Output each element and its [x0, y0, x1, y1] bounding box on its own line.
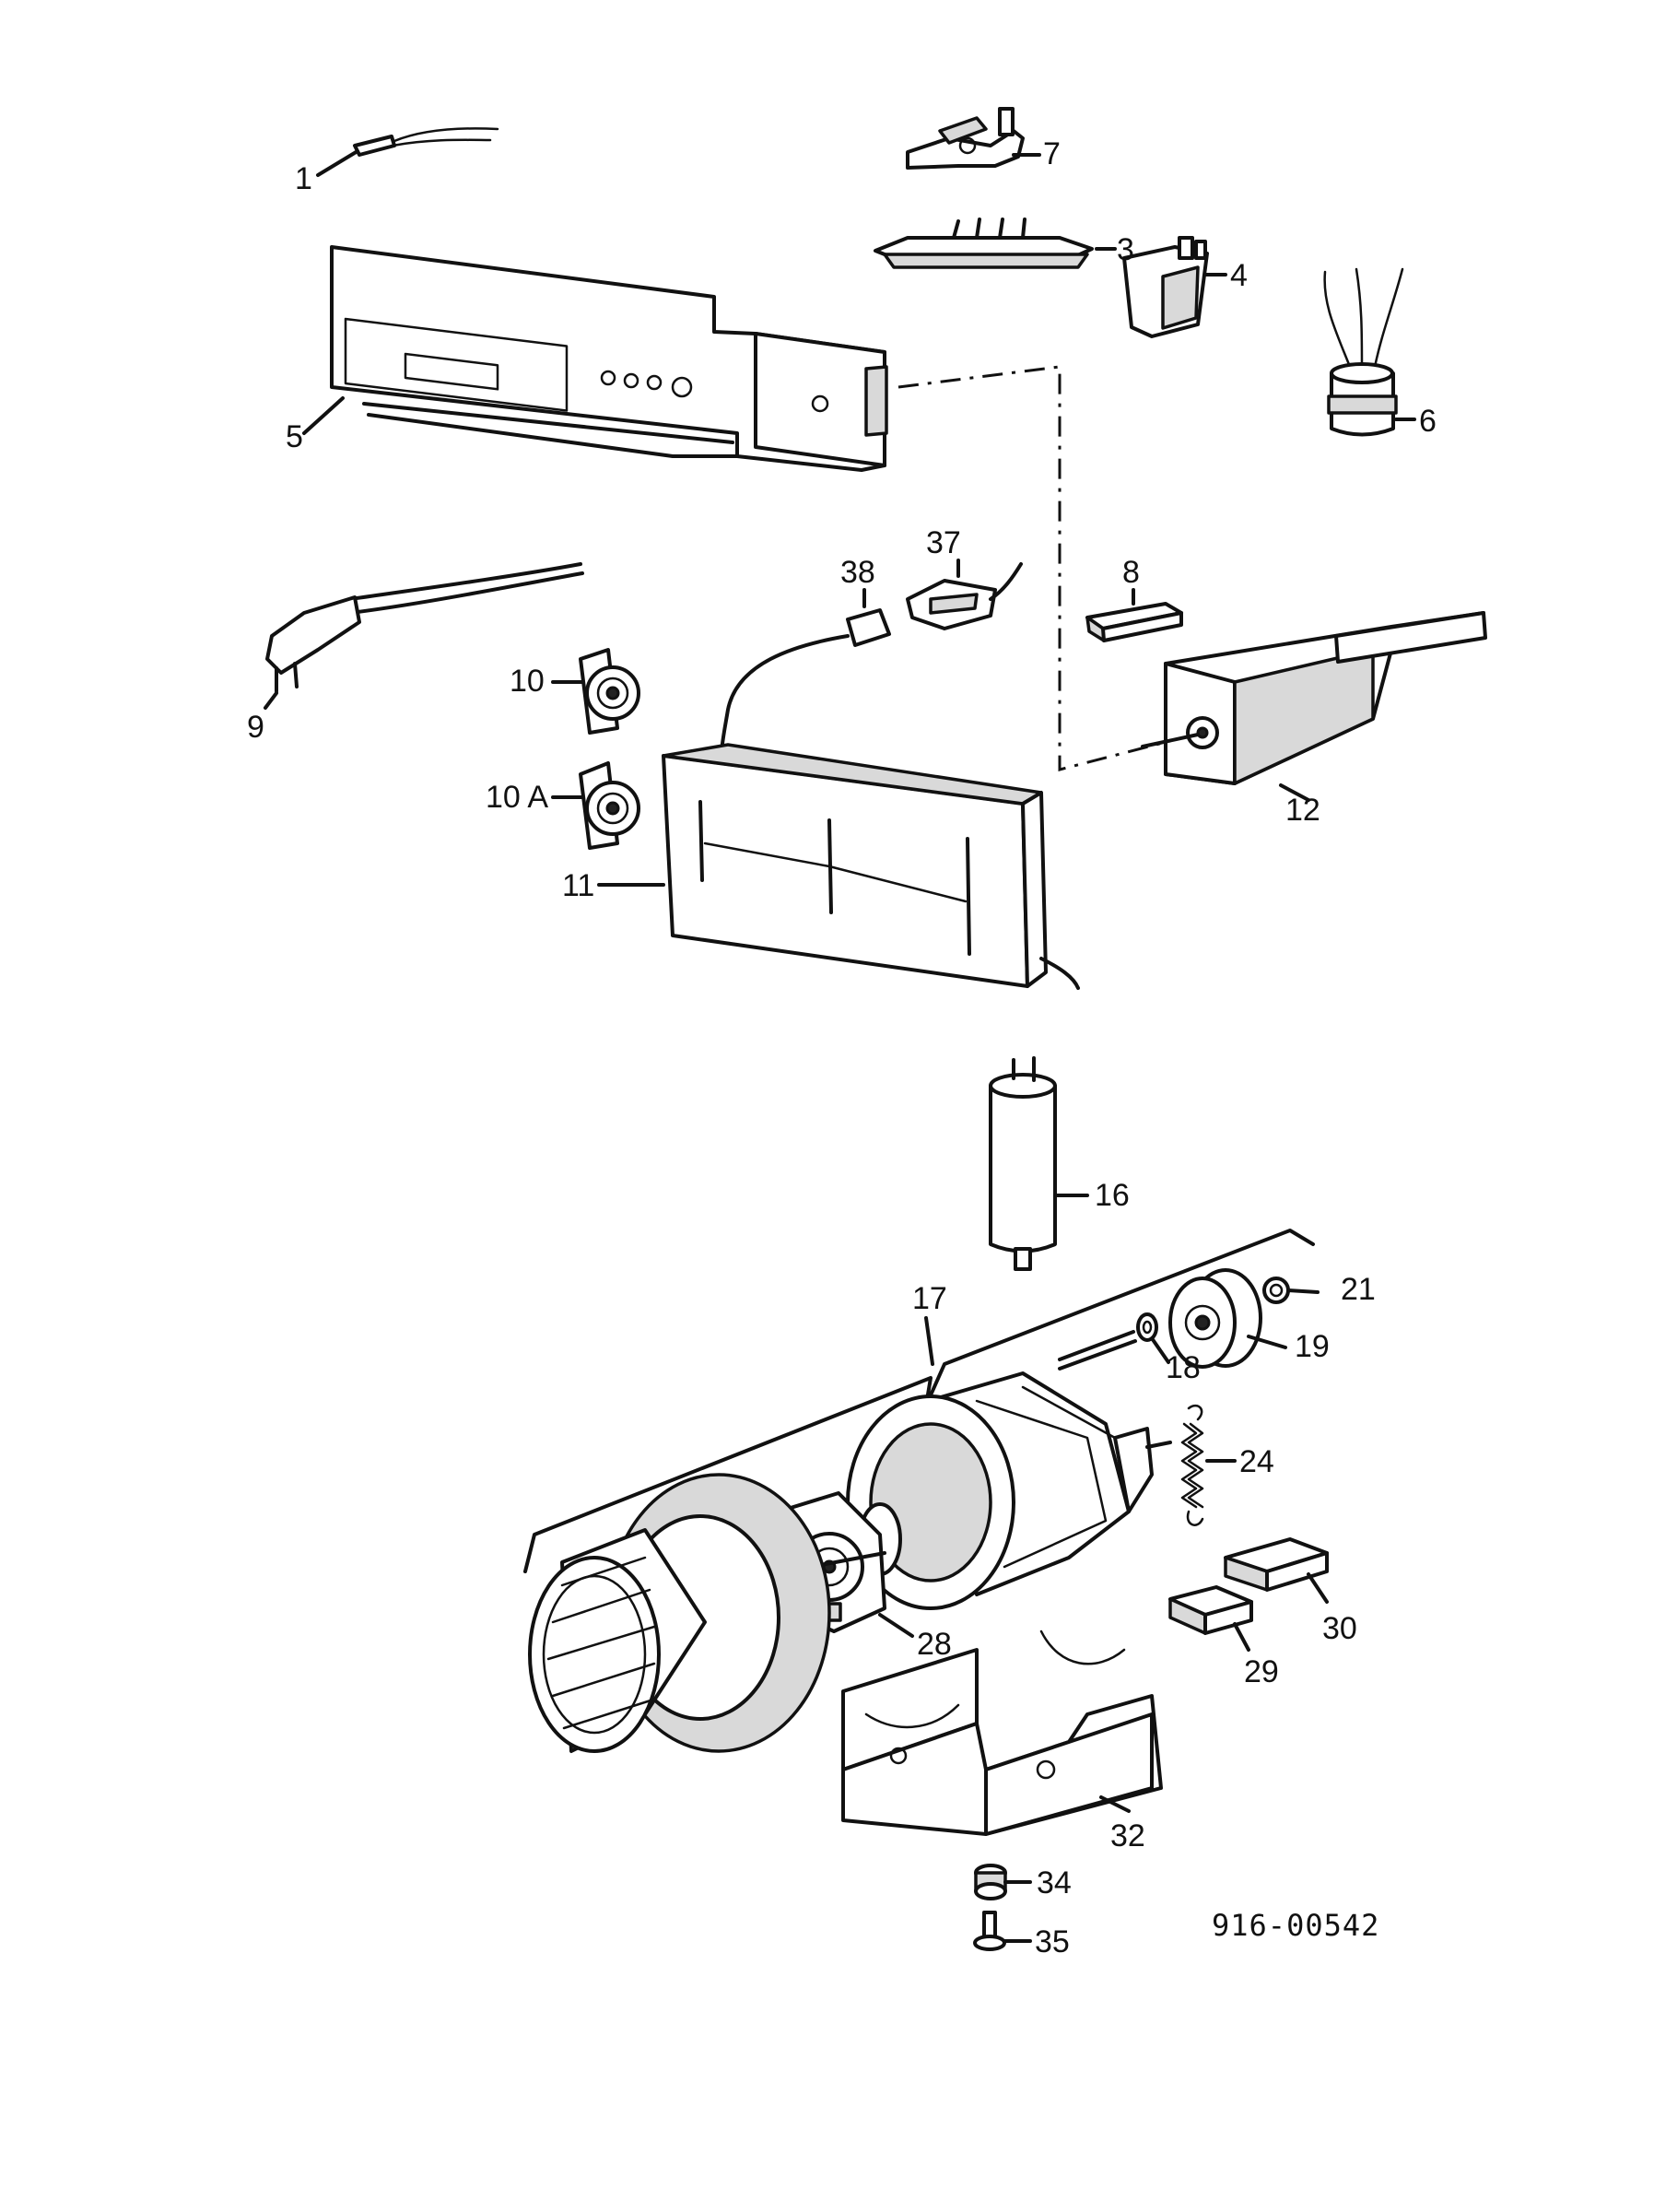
label-18: 18 [1166, 1350, 1201, 1385]
part-30-terminal-block [1224, 1537, 1329, 1604]
part-12-timer [1141, 611, 1487, 802]
label-10: 10 [510, 664, 545, 699]
part-5-control-bracket [302, 245, 888, 472]
label-3: 3 [1117, 232, 1134, 267]
label-38: 38 [840, 555, 875, 590]
part-10a-lamp-holder [551, 761, 640, 850]
part-3-terminal-block [874, 218, 1117, 269]
part-17-motor [846, 1330, 1172, 1610]
drawing-code: 916-00542 [1212, 1908, 1379, 1943]
part-35-screw [973, 1911, 1032, 1951]
label-10a: 10 A [486, 780, 548, 815]
label-21: 21 [1341, 1272, 1376, 1307]
label-8: 8 [1122, 555, 1140, 590]
label-24: 24 [1239, 1444, 1274, 1479]
label-17: 17 [912, 1281, 947, 1316]
label-5: 5 [286, 419, 303, 454]
label-9: 9 [247, 710, 264, 745]
label-34: 34 [1037, 1865, 1072, 1900]
part-19-pulley [1168, 1268, 1287, 1369]
assembly-link-dashline [897, 365, 1185, 771]
label-35: 35 [1035, 1924, 1070, 1959]
label-37: 37 [926, 525, 961, 560]
label-30: 30 [1322, 1611, 1357, 1646]
label-12: 12 [1285, 793, 1320, 828]
label-7: 7 [1043, 136, 1061, 171]
part-6-capacitor [1323, 267, 1416, 437]
part-4-switch [1122, 236, 1227, 338]
fan-wheel [528, 1473, 831, 1753]
part-18-washer [1136, 1312, 1170, 1364]
part-29-terminal-block [1168, 1585, 1253, 1652]
label-29: 29 [1244, 1654, 1279, 1689]
label-4: 4 [1230, 258, 1248, 293]
part-37-thermostat [906, 559, 1023, 630]
label-28: 28 [917, 1627, 952, 1662]
label-1: 1 [295, 161, 312, 196]
label-16: 16 [1095, 1178, 1130, 1213]
part-8-terminal-strip [1085, 588, 1183, 642]
part-34-rubber-mount [974, 1864, 1032, 1900]
label-6: 6 [1419, 404, 1437, 439]
part-21-nut [1262, 1277, 1320, 1304]
part-10-lamp-holder [551, 648, 640, 735]
label-11: 11 [562, 868, 594, 903]
part-32-motor-cradle [841, 1630, 1163, 1836]
part-9-mains-plug [264, 562, 584, 710]
part-7-switch [906, 107, 1041, 170]
label-32: 32 [1110, 1818, 1145, 1853]
part-16-capacitor [989, 1056, 1089, 1271]
part-1-sensor [316, 127, 499, 177]
part-24-spring [1180, 1404, 1237, 1526]
label-19: 19 [1295, 1329, 1330, 1364]
part-11-heater [597, 743, 1080, 990]
